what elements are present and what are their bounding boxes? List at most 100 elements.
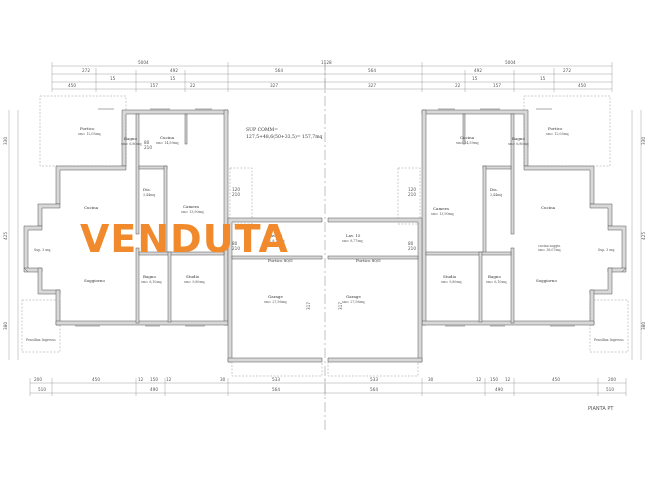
misc-dim-5: 210 [232,246,240,251]
dimension-lines-bottom: 200 450 12 150 12 30 533 533 30 12 150 1… [29,377,627,396]
dim-bot1-11: 12 [505,377,511,382]
dimension-lines-sides: 330 425 380 330 425 380 [3,110,646,360]
dim-left-0: 330 [3,137,8,145]
dim-bot2-2: 564 [272,387,280,392]
left-porch-area: sm= 12,05mq [78,132,101,136]
right-living-label: Cucina [541,205,556,210]
left-studio-area: sm= 9,80mq [184,280,205,284]
right-side-outline [397,167,421,225]
right-garage-hall-area: sm= 8,77mq [342,239,363,243]
dim-top3-9: 157 [493,83,501,88]
left-garage-hall-label: Lav. 15 [268,233,283,238]
left-bath-top-area: sm= 6,80mq [121,142,142,146]
dim-bot2-4: 490 [495,387,503,392]
left-garage-label: Garage [268,294,283,299]
left-bath-bottom-label: Bagno [143,274,156,279]
right-studio-area: sm= 9,80mq [441,280,462,284]
dim-top2-c: 492 [474,68,482,73]
dim-top3-10: 15 [540,76,546,81]
misc-dim-3: 210 [232,192,240,197]
dim-bot1-12: 450 [552,377,560,382]
dim-bot1-4: 12 [166,377,172,382]
dim-bot1-5: 30 [220,377,226,382]
dim-top3-2: 157 [150,83,158,88]
misc-dim-1: 210 [144,145,152,150]
dim-top3-5: 327 [270,83,278,88]
left-living2-label: Soggiorno [84,278,105,283]
dim-bot2-0: 510 [38,387,46,392]
dim-left-1: 425 [3,232,8,240]
dim-bot1-13: 200 [608,377,616,382]
misc-dim-10: 120 [408,187,416,192]
right-kitchen-area: sm= 14,59mq [456,141,479,145]
dimension-lines-top: 1128 5004 564 564 5004 272 492 492 272 4… [51,60,613,92]
right-garage-area: sm= 27,56mq [342,300,365,304]
left-dis-label: Dis. [143,187,151,192]
left-rear-porch-label: Pensilina Ingresso [26,338,56,342]
dim-total: 1128 [321,60,332,65]
dim-top2-a: 272 [82,68,90,73]
dim-bot1-10: 150 [490,377,498,382]
left-porch-label: Portico [80,126,95,131]
right-bath-top-label: Bagno [512,136,525,141]
left-bedroom-label: Camera [183,204,200,209]
left-dis-area: 3,44mq [143,193,155,197]
dim-bot1-8: 30 [428,377,434,382]
right-bedroom-area: sm= 13,90mq [431,212,454,216]
sold-stamp: VENDUTA [80,217,289,261]
right-garage-storage-label: Portico 80/5 [356,258,381,263]
misc-dim-9: 210 [408,246,416,251]
dim-right-0: 330 [641,137,646,145]
left-side-porch-label: Sup. 3 mq [34,248,50,252]
dim-bot2-3: 564 [370,387,378,392]
misc-dim-6: 317 [306,302,311,310]
right-studio-label: Studio [443,274,457,279]
dim-top3-11: 450 [578,83,586,88]
left-rear-porch-outline [21,299,61,353]
right-kitchen-label: Cucina [460,135,475,140]
left-unit: Portico sm= 12,05mq Bagno sm= 6,80mq Cuc… [21,95,323,377]
left-garage-hall-area: sm= 8,77mq [264,239,285,243]
right-garage-hall-label: Lav. 15 [346,233,361,238]
right-unit: Portico sm= 12,05mq Bagno sm= 6,80mq Cuc… [327,95,629,377]
left-garage-storage-label: Portico 80/5 [268,258,293,263]
dim-bot1-0: 200 [34,377,42,382]
left-side-outline [229,167,253,225]
dim-top1-d: 5004 [505,60,516,65]
left-bedroom-area: sm= 13,90mq [181,210,204,214]
dim-top3-4: 22 [190,83,196,88]
dim-bot1-1: 450 [92,377,100,382]
dim-top3-0: 450 [68,83,76,88]
dim-bot2-1: 490 [150,387,158,392]
left-porch-outline [39,95,127,167]
dim-top1-c: 564 [368,68,376,73]
right-living-note-label: cucina soggio. [538,244,561,248]
right-bedroom-label: Camera [433,206,450,211]
right-living2-label: Soggiorno [536,278,557,283]
dim-top3-1: 15 [110,76,116,81]
misc-dim-2: 120 [232,187,240,192]
sup-comm-label: SUP COMM= [246,127,278,133]
right-living-note-area: sm= 38,07mq [538,248,561,252]
right-dis-area: 3,44mq [490,193,502,197]
left-studio-label: Studio [186,274,200,279]
dim-bot1-2: 12 [138,377,144,382]
misc-dim-4: 80 [232,241,238,246]
sup-comm-formula: 127,5+48,6(50+33,5)= 157,7mq [246,133,323,140]
misc-dim-7: 317 [338,302,343,310]
dim-right-1: 425 [641,232,646,240]
dim-top3-7: 22 [455,83,461,88]
left-bath-top-label: Bagno [124,136,137,141]
right-rear-porch-outline [589,299,629,353]
right-garage-label: Garage [346,294,361,299]
dim-bot1-3: 150 [150,377,158,382]
left-bath-bottom-area: sm= 6,10mq [141,280,162,284]
dim-bot2-5: 510 [606,387,614,392]
misc-dim-8: 80 [408,241,414,246]
left-garage-area: sm= 27,56mq [264,300,287,304]
right-porch-area: sm= 12,05mq [546,132,569,136]
dim-bot1-6: 533 [272,377,280,382]
right-bath-bottom-area: sm= 6,10mq [486,280,507,284]
right-bath-bottom-label: Bagno [488,274,501,279]
